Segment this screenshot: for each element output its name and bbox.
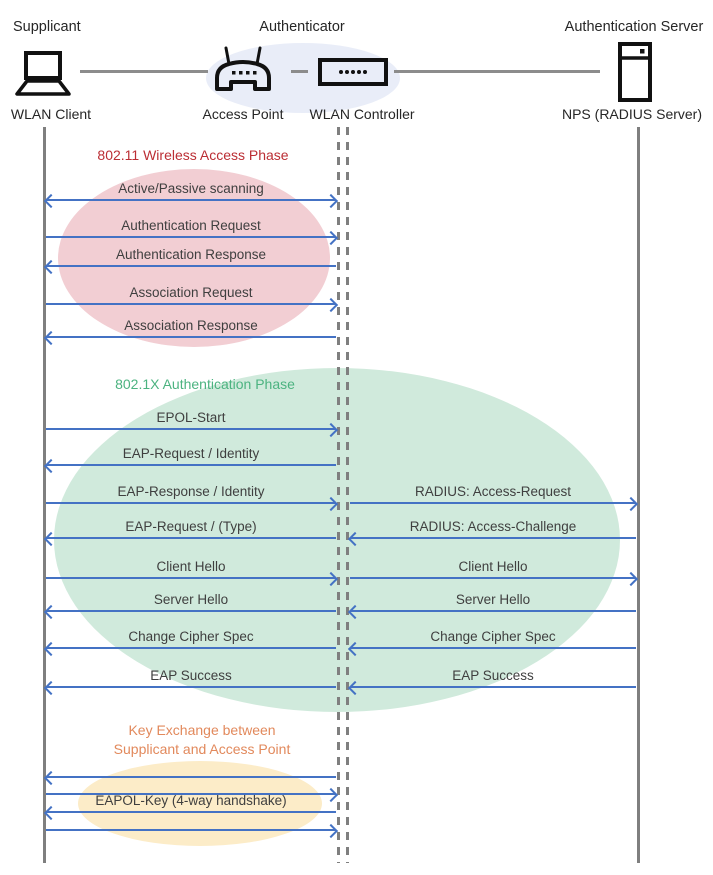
message-arrow-left (43, 641, 336, 656)
message-label: Authentication Response (115, 247, 267, 262)
message-label: EAP Success (150, 668, 232, 683)
laptop-icon (15, 51, 71, 96)
message-arrow-left (43, 330, 336, 345)
message-label: EAP-Request / (Type) (125, 519, 257, 534)
lifeline-wlan-client (43, 127, 46, 863)
message-arrow-right (46, 297, 339, 312)
lifeline-authenticator-dashed-right (346, 127, 349, 863)
device-label-access-point: Access Point (202, 106, 284, 122)
message-arrow-left (347, 680, 636, 695)
arrowhead-left-icon (43, 770, 59, 785)
message-arrow-right (46, 422, 339, 437)
phase-ellipse-key-exchange (78, 761, 322, 846)
message-arrow-left (43, 770, 336, 785)
access-point-icon (215, 46, 271, 91)
phase-title-802-11: 802.11 Wireless Access Phase (97, 147, 289, 163)
server-icon (618, 42, 652, 102)
message-arrow-left (347, 531, 636, 546)
message-arrow-right (46, 496, 339, 511)
phase-title-802-1x: 802.1X Authentication Phase (115, 376, 295, 392)
message-label: Change Cipher Spec (128, 629, 254, 644)
device-label-nps-radius: NPS (RADIUS Server) (561, 106, 703, 122)
message-arrow-left (43, 531, 336, 546)
message-label: RADIUS: Access-Request (414, 484, 572, 499)
message-arrow-both (43, 193, 339, 208)
role-label-supplicant: Supplicant (13, 19, 81, 35)
message-arrow-right (46, 823, 339, 838)
message-label: RADIUS: Access-Challenge (409, 519, 577, 534)
message-label: Change Cipher Spec (430, 629, 556, 644)
message-arrow-left (43, 604, 336, 619)
message-label: Association Request (129, 285, 253, 300)
message-arrow-left (43, 259, 336, 274)
message-label: Client Hello (156, 559, 226, 574)
message-arrow-left (43, 458, 336, 473)
message-arrow-right (46, 571, 339, 586)
wlan-controller-icon (318, 58, 388, 86)
message-arrow-right (350, 571, 639, 586)
phase-title-key-exchange: Key Exchange between Supplicant and Acce… (113, 722, 291, 757)
message-label: Client Hello (458, 559, 528, 574)
message-label: EPOL-Start (156, 410, 226, 425)
message-label: EAP-Request / Identity (122, 446, 260, 461)
arrowhead-right-icon (323, 823, 339, 838)
device-label-wlan-controller: WLAN Controller (309, 106, 415, 122)
message-label: Server Hello (153, 592, 229, 607)
message-arrow-left (43, 805, 336, 820)
message-label: EAPOL-Key (4-way handshake) (95, 793, 287, 808)
message-label: Association Response (124, 318, 258, 333)
message-arrow-left (43, 680, 336, 695)
message-arrow-right (350, 496, 639, 511)
connector-line (291, 70, 308, 73)
message-label: EAP Success (452, 668, 534, 683)
message-arrow-right (46, 787, 339, 802)
role-label-authentication-server: Authentication Server (564, 19, 704, 35)
phase-ellipse-802-11 (58, 169, 330, 347)
message-arrow-right (46, 230, 339, 245)
role-label-authenticator: Authenticator (259, 19, 345, 35)
authenticator-highlight-ellipse (206, 43, 400, 113)
message-arrow-left (347, 641, 636, 656)
message-label: EAP-Response / Identity (117, 484, 265, 499)
message-label: Server Hello (455, 592, 531, 607)
device-label-wlan-client: WLAN Client (10, 106, 92, 122)
message-label: Active/Passive scanning (118, 181, 264, 196)
connector-line (80, 70, 208, 73)
message-label: Authentication Request (121, 218, 261, 233)
message-arrow-left (347, 604, 636, 619)
lifeline-authenticator-dashed-left (337, 127, 340, 863)
lifeline-radius-server (637, 127, 640, 863)
connector-line (394, 70, 600, 73)
